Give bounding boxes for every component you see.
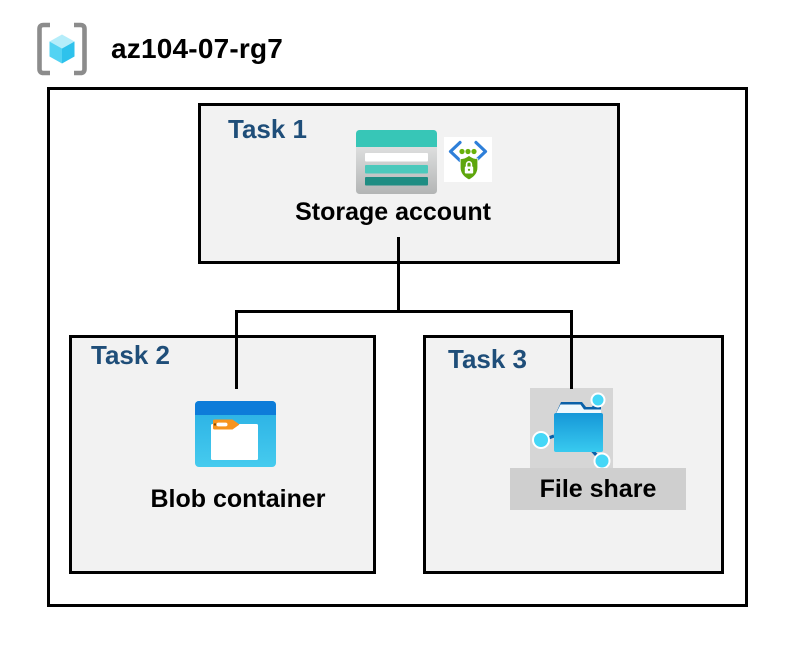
resource-group-title: az104-07-rg7 <box>111 33 284 64</box>
storage-account-icon <box>356 130 437 194</box>
network-node <box>593 452 611 468</box>
sas-security-icon <box>444 137 492 182</box>
file-share-label: File share <box>510 468 686 510</box>
task2-label: Task 2 <box>91 340 171 370</box>
network-node <box>532 431 550 449</box>
file-share-icon <box>532 392 611 468</box>
blob-container-label: Blob container <box>150 485 326 513</box>
resource-group-icon <box>37 22 87 76</box>
code-bracket-left <box>448 140 462 163</box>
task1-label: Task 1 <box>228 114 308 144</box>
folder-flap-paper <box>556 404 601 414</box>
code-bracket-right <box>474 140 488 163</box>
storage-account-label: Storage account <box>295 198 491 226</box>
folder-body <box>211 424 258 460</box>
folder-body <box>554 413 603 452</box>
cube-left-face <box>49 41 62 64</box>
task3-label: Task 3 <box>448 344 528 374</box>
network-node <box>590 392 606 408</box>
blob-container-icon <box>195 401 276 467</box>
cube-right-face <box>62 41 75 64</box>
